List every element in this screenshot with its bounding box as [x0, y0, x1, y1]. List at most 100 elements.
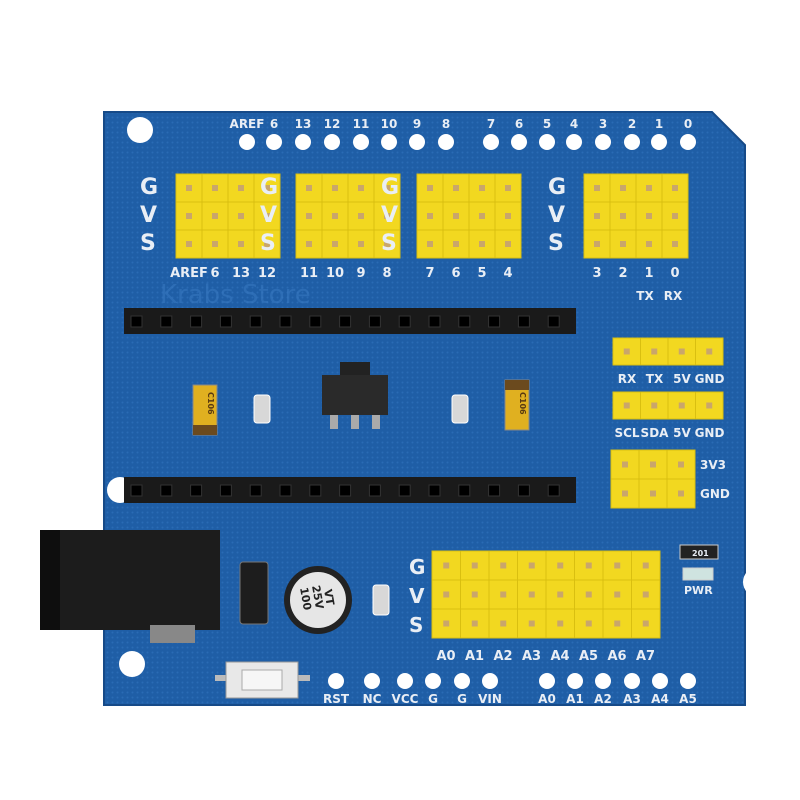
header-pin	[706, 348, 713, 355]
gvs-label: V	[140, 203, 157, 228]
gvs-label: G	[409, 555, 425, 579]
gvs-label: S	[140, 231, 156, 256]
gvs-label: S	[260, 231, 276, 256]
pin-hole	[567, 673, 583, 689]
header-pin	[622, 461, 628, 468]
power-header-label: GND	[700, 487, 730, 501]
header-pin	[594, 241, 600, 247]
pin-hole	[438, 134, 454, 150]
socket-hole	[428, 315, 441, 328]
header-pin	[443, 620, 450, 627]
header-pin	[557, 620, 564, 627]
diode	[239, 561, 269, 625]
header-pin	[651, 402, 658, 409]
analog-pin-label: A3	[522, 649, 541, 664]
smd-capacitor	[253, 394, 271, 424]
mounting-hole	[127, 117, 153, 143]
pin-hole	[381, 134, 397, 150]
capacitor-marking: C106	[518, 392, 527, 415]
top-pin-label: 6	[270, 117, 278, 131]
pin-hole	[511, 134, 527, 150]
tantalum-capacitor-right: C106	[504, 379, 530, 431]
power-resistor: 201	[679, 544, 719, 560]
top-pin-label: 4	[570, 117, 578, 131]
header-pin	[427, 213, 433, 219]
header-pin	[614, 591, 621, 598]
digital-pin-label: 3	[592, 266, 601, 281]
bottom-pin-label: NC	[363, 692, 382, 706]
pin-hole	[595, 134, 611, 150]
header-pin	[500, 620, 507, 627]
top-pin-label: 8	[442, 117, 450, 131]
header-pin	[332, 185, 338, 191]
header-pin	[528, 591, 535, 598]
header-pin	[471, 591, 478, 598]
gvs-label: S	[381, 231, 397, 256]
gvs-label: G	[548, 175, 566, 200]
pin-hole	[482, 673, 498, 689]
header-pin	[672, 241, 678, 247]
header-pin	[706, 402, 713, 409]
header-pin	[443, 591, 450, 598]
header-label: GND	[695, 372, 725, 386]
header-label: TX	[646, 372, 664, 386]
pin-hole	[624, 134, 640, 150]
digital-pin-label: 10	[326, 266, 344, 281]
header-label: 5V	[673, 426, 691, 440]
header-pin	[332, 241, 338, 247]
pin-hole	[266, 134, 282, 150]
pin-hole	[566, 134, 582, 150]
header-pin	[427, 185, 433, 191]
pin-hole	[295, 134, 311, 150]
resistor-marking: 201	[692, 549, 709, 558]
header-pin	[528, 620, 535, 627]
mounting-hole	[119, 651, 145, 677]
socket-hole	[488, 315, 501, 328]
header-pin	[650, 490, 656, 497]
header-pin	[650, 461, 656, 468]
header-pin	[384, 241, 390, 247]
top-pin-label: 6	[515, 117, 523, 131]
header-pin	[672, 213, 678, 219]
header-pin	[594, 185, 600, 191]
gvs-label: V	[260, 203, 277, 228]
pin-hole	[239, 134, 255, 150]
led-label: PWR	[684, 584, 713, 597]
header-pin	[453, 213, 459, 219]
digital-pin-label: 11	[300, 266, 318, 281]
serial-label: TX	[636, 289, 654, 303]
pin-hole	[454, 673, 470, 689]
pin-hole	[652, 673, 668, 689]
reset-button[interactable]	[215, 661, 310, 699]
socket-hole	[190, 315, 203, 328]
socket-hole	[547, 484, 560, 497]
header-pin	[642, 591, 649, 598]
header-pin	[622, 490, 628, 497]
watermark: Krabs Store	[160, 280, 311, 310]
mounting-hole	[743, 567, 773, 597]
header-pin	[306, 241, 312, 247]
bottom-pin-label: A3	[623, 692, 641, 706]
header-pin	[358, 241, 364, 247]
header-pin	[642, 562, 649, 569]
analog-pin-label: A5	[579, 649, 598, 664]
header-label: SCL	[614, 426, 639, 440]
analog-pin-label: A6	[607, 649, 626, 664]
gvs-label: V	[548, 203, 565, 228]
bottom-pin-label: VCC	[392, 692, 419, 706]
power-header-label: 3V3	[700, 458, 726, 472]
socket-hole	[339, 484, 352, 497]
header-pin	[646, 241, 652, 247]
header-pin	[479, 241, 485, 247]
header-label: GND	[695, 426, 725, 440]
serial-label: RX	[664, 289, 683, 303]
pin-hole	[364, 673, 380, 689]
socket-hole	[249, 315, 262, 328]
header-pin	[471, 620, 478, 627]
top-pin-label: 2	[628, 117, 636, 131]
header-pin	[557, 591, 564, 598]
header-pin	[505, 241, 511, 247]
header-pin	[585, 562, 592, 569]
